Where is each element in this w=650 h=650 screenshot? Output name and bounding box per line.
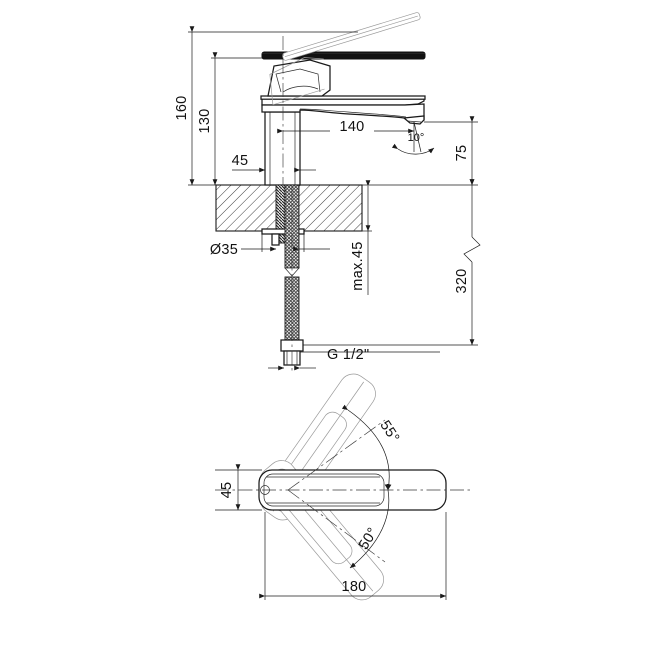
lever-ghost-line [284, 15, 418, 58]
elevation-view: 160 130 45 140 10° [174, 12, 481, 372]
dimension-spout-reach: 140 [277, 117, 415, 136]
dim-label-plan-45: 45 [219, 482, 235, 499]
lever-housing [267, 59, 331, 97]
dimension-outlet-angle: 10° [391, 121, 435, 155]
dimension-height-spout: 130 [197, 52, 262, 186]
fixing-nut [271, 233, 280, 246]
aerator-face [406, 120, 422, 123]
dim-label-180: 180 [341, 579, 366, 595]
arc-50deg [349, 483, 390, 569]
spout-inner-line [299, 108, 407, 118]
dimline-320-break [463, 236, 481, 263]
spout-collar [260, 95, 426, 100]
dimension-outlet-height: 75 [362, 116, 478, 186]
aerator-outlet [402, 115, 425, 125]
dimension-hole-diameter: Ø35 [210, 231, 330, 258]
cap-body [267, 59, 331, 97]
cap-ghost [269, 57, 324, 105]
plan-view: 45 55° 50° 180 [215, 373, 470, 601]
dim-label-45: 45 [232, 153, 249, 169]
faucet-body [260, 95, 426, 186]
dim-label-160: 160 [174, 95, 190, 120]
cap-inner [275, 68, 321, 93]
dimension-plan-body-width: 45 [219, 464, 241, 511]
lever-handle-raised-ghost [269, 12, 421, 106]
dimension-height-total: 160 [174, 26, 358, 186]
dim-label-140: 140 [339, 119, 364, 135]
dim-label-55deg: 55° [376, 418, 402, 446]
dim-label-max45: max.45 [350, 241, 366, 290]
dimension-deck-thickness: max.45 [350, 180, 372, 295]
dim-label-75: 75 [454, 145, 470, 162]
dim-label-10deg: 10° [408, 132, 425, 144]
arc-55deg [341, 404, 392, 491]
cap-ghost-base [272, 88, 325, 106]
dim-140-textbg [330, 117, 374, 136]
dim-label-320: 320 [454, 268, 470, 293]
dimension-spout-length: 180 [259, 579, 447, 599]
dim-label-d35: Ø35 [210, 242, 238, 258]
dimension-body-width: 45 [232, 153, 316, 173]
note-label-g12: G 1/2" [327, 347, 369, 363]
dimension-hose-length: 320 [303, 179, 481, 346]
note-thread-size: G 1/2" [268, 347, 440, 371]
angle-arc-10 [391, 143, 435, 155]
cap-curve [282, 85, 319, 93]
dim-label-130: 130 [197, 108, 213, 133]
